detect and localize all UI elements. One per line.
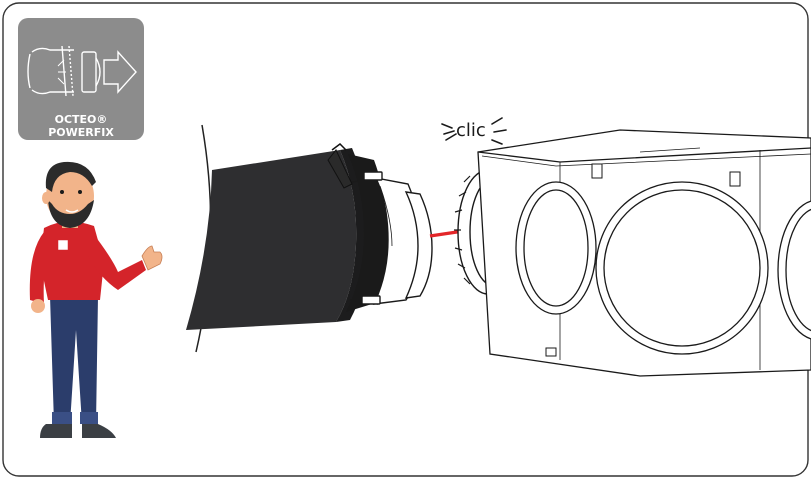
duct-clip-icon [27, 45, 137, 97]
clip-lever [327, 149, 353, 189]
left-shoe [40, 424, 72, 438]
unit-port-large [595, 181, 769, 355]
ventilation-unit [477, 129, 811, 377]
octeo-powerfix-badge: OCTEO® POWERFIX [18, 18, 144, 140]
unit-port-small [515, 181, 597, 315]
clic-annotation: clic [441, 117, 507, 145]
installer-character [29, 161, 163, 438]
flexible-duct [186, 143, 388, 330]
beard [48, 200, 94, 228]
badge-subtitle: POWERFIX [48, 126, 114, 139]
clic-label: clic [456, 120, 486, 141]
right-shoe [82, 424, 116, 438]
red-shirt [40, 221, 104, 300]
shirt-logo [57, 239, 69, 251]
hair [45, 161, 96, 192]
badge-title: OCTEO® [55, 113, 108, 126]
unit-port-right [777, 200, 811, 340]
thumbs-up-hand [141, 245, 163, 271]
jeans [50, 296, 98, 424]
duct-connector [349, 171, 433, 305]
